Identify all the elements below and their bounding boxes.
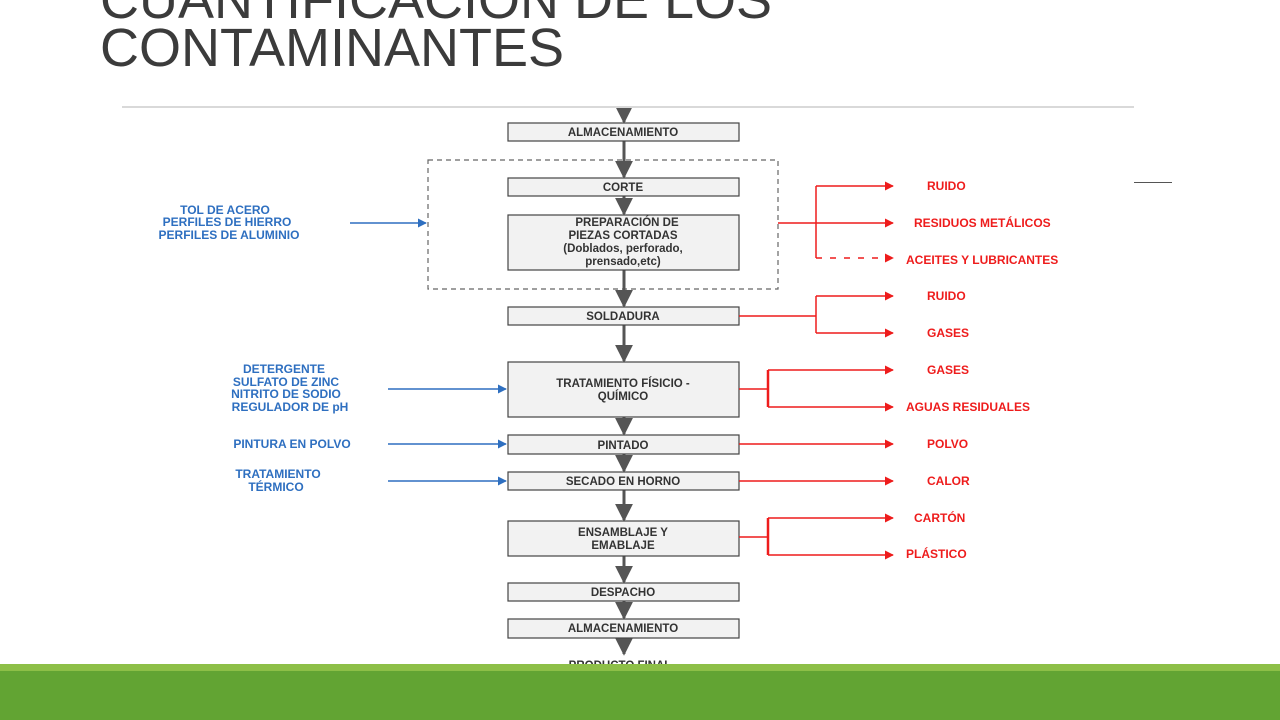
output-label: POLVO: [927, 437, 968, 451]
process-boxes: [507, 122, 740, 639]
step-label: PINTADO: [598, 440, 649, 452]
box-tratamiento: [507, 361, 740, 418]
box-corte: [507, 177, 740, 197]
output-label: GASES: [927, 363, 969, 377]
step-label: SECADO EN HORNO: [566, 476, 680, 488]
output-label: CALOR: [927, 474, 970, 488]
step-label: ALMACENAMIENTO: [568, 127, 678, 139]
step-label: PIEZAS CORTADAS: [568, 230, 677, 242]
box-almacenamiento-final: [507, 618, 740, 639]
output-label: GASES: [927, 326, 969, 340]
input-label: DETERGENTE: [243, 362, 325, 376]
slide-title-line-1: CUANTIFICACIÓN DE LOS: [100, 0, 773, 30]
input-label: SULFATO DE ZINC: [233, 375, 340, 389]
step-label: EMABLAJE: [591, 540, 655, 552]
step-label: PREPARACIÓN DE: [575, 216, 679, 229]
diagram-panel: ALMACENAMIENTO CORTE PREPARACIÓN DE PIEZ…: [122, 105, 1134, 672]
output-label: RUIDO: [927, 179, 966, 193]
box-almacenamiento: [507, 122, 740, 142]
output-label: AGUAS RESIDUALES: [906, 400, 1030, 414]
output-label: ACEITES Y LUBRICANTES: [906, 253, 1058, 267]
input-label: TRATAMIENTO: [235, 467, 320, 481]
output-label: PLÁSTICO: [906, 546, 967, 561]
step-label: prensado,etc): [585, 256, 661, 268]
input-label: PINTURA EN POLVO: [233, 437, 350, 451]
step-label: QUÍMICO: [598, 390, 649, 403]
input-label: TÉRMICO: [248, 479, 303, 494]
step-label: ALMACENAMIENTO: [568, 623, 678, 635]
step-label: (Doblados, perforado,: [563, 243, 682, 255]
input-arrows: [350, 218, 507, 486]
input-label: REGULADOR DE pH: [232, 400, 349, 414]
box-preparacion: [507, 214, 740, 271]
cutting-group-box: [427, 159, 779, 290]
box-ensamblaje: [507, 520, 740, 557]
output-label: CARTÓN: [914, 510, 965, 525]
footer-accent-line: [0, 664, 1280, 671]
input-label: TOL DE ACERO: [180, 203, 270, 217]
process-flow-diagram: ALMACENAMIENTO CORTE PREPARACIÓN DE PIEZ…: [159, 105, 1058, 672]
input-label: PERFILES DE ALUMINIO: [159, 228, 300, 242]
step-label: SOLDADURA: [586, 311, 659, 323]
output-label: RUIDO: [927, 289, 966, 303]
slide-title-line-2: CONTAMINANTES: [100, 18, 565, 78]
step-label: TRATAMIENTO FÍSICIO -: [556, 377, 690, 390]
step-label: CORTE: [603, 182, 644, 194]
input-label: PERFILES DE HIERRO: [163, 215, 292, 229]
output-label: RESIDUOS METÁLICOS: [914, 215, 1051, 230]
decorative-line: [1134, 182, 1172, 183]
output-arrows: [739, 181, 894, 560]
input-label: NITRITO DE SODIO: [231, 387, 341, 401]
step-label: DESPACHO: [591, 587, 655, 599]
box-despacho: [507, 582, 740, 602]
footer-bar: [0, 671, 1280, 720]
step-label: ENSAMBLAJE Y: [578, 527, 668, 539]
